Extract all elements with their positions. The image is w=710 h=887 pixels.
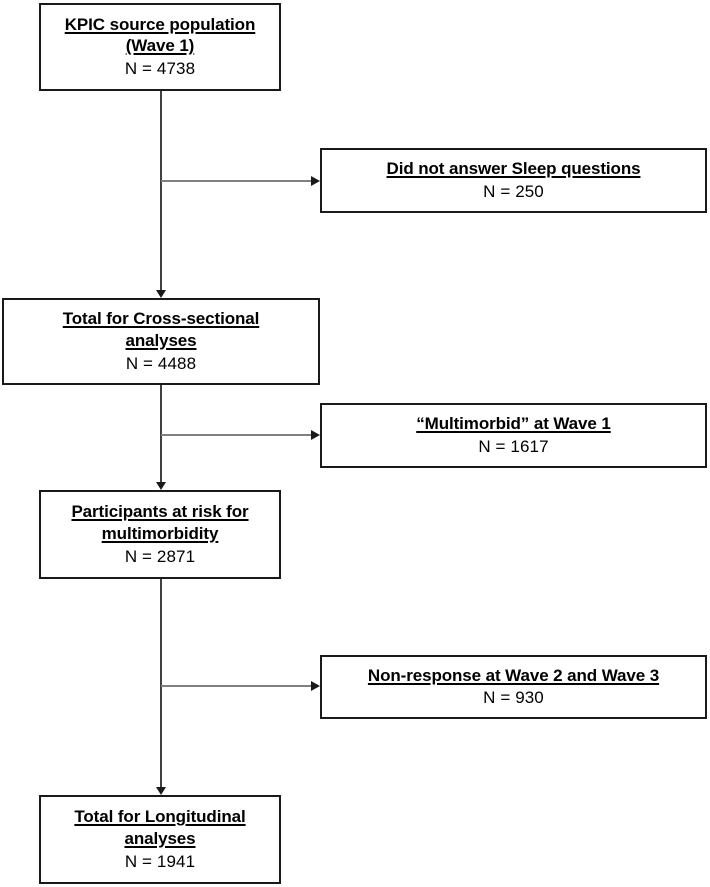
node-longitudinal-total[interactable]: Total for Longitudinal analyses N = 1941: [39, 795, 281, 884]
node-title: Total for Cross-sectional analyses: [62, 309, 260, 350]
node-multimorbid-wave1[interactable]: “Multimorbid” at Wave 1 N = 1617: [320, 403, 707, 468]
arrowhead-to-cross-sectional: [156, 290, 166, 298]
node-at-risk[interactable]: Participants at risk for multimorbidity …: [39, 490, 281, 579]
arrowhead-to-non-response: [311, 681, 320, 691]
node-count: N = 1617: [478, 436, 549, 456]
arrowhead-to-at-risk: [156, 482, 166, 490]
node-count: N = 930: [483, 688, 544, 708]
node-non-response[interactable]: Non-response at Wave 2 and Wave 3 N = 93…: [320, 655, 707, 719]
node-count: N = 2871: [124, 546, 196, 566]
node-title: “Multimorbid” at Wave 1: [416, 414, 611, 434]
node-title: Did not answer Sleep questions: [386, 159, 641, 179]
node-cross-sectional-total[interactable]: Total for Cross-sectional analyses N = 4…: [2, 298, 320, 385]
connector-branch-1: [161, 180, 311, 182]
connector-branch-3: [161, 685, 311, 687]
connector-trunk-1: [160, 90, 162, 292]
node-title: Participants at risk for multimorbidity: [71, 502, 249, 543]
node-count: N = 1941: [124, 851, 196, 871]
connector-trunk-3: [160, 578, 162, 787]
node-count: N = 250: [483, 181, 544, 201]
connector-branch-2: [161, 434, 311, 436]
node-source-population[interactable]: KPIC source population (Wave 1) N = 4738: [39, 3, 281, 91]
arrowhead-to-multimorbid-wave1: [311, 430, 320, 440]
node-no-sleep-answer[interactable]: Did not answer Sleep questions N = 250: [320, 148, 707, 213]
node-title: Non-response at Wave 2 and Wave 3: [367, 665, 660, 685]
arrowhead-to-longitudinal: [156, 787, 166, 795]
node-count: N = 4488: [125, 353, 197, 373]
node-title: Total for Longitudinal analyses: [74, 807, 246, 848]
node-title: KPIC source population (Wave 1): [64, 14, 256, 56]
arrowhead-to-no-sleep-answer: [311, 176, 320, 186]
connector-trunk-2: [160, 384, 162, 482]
node-count: N = 4738: [124, 59, 196, 79]
